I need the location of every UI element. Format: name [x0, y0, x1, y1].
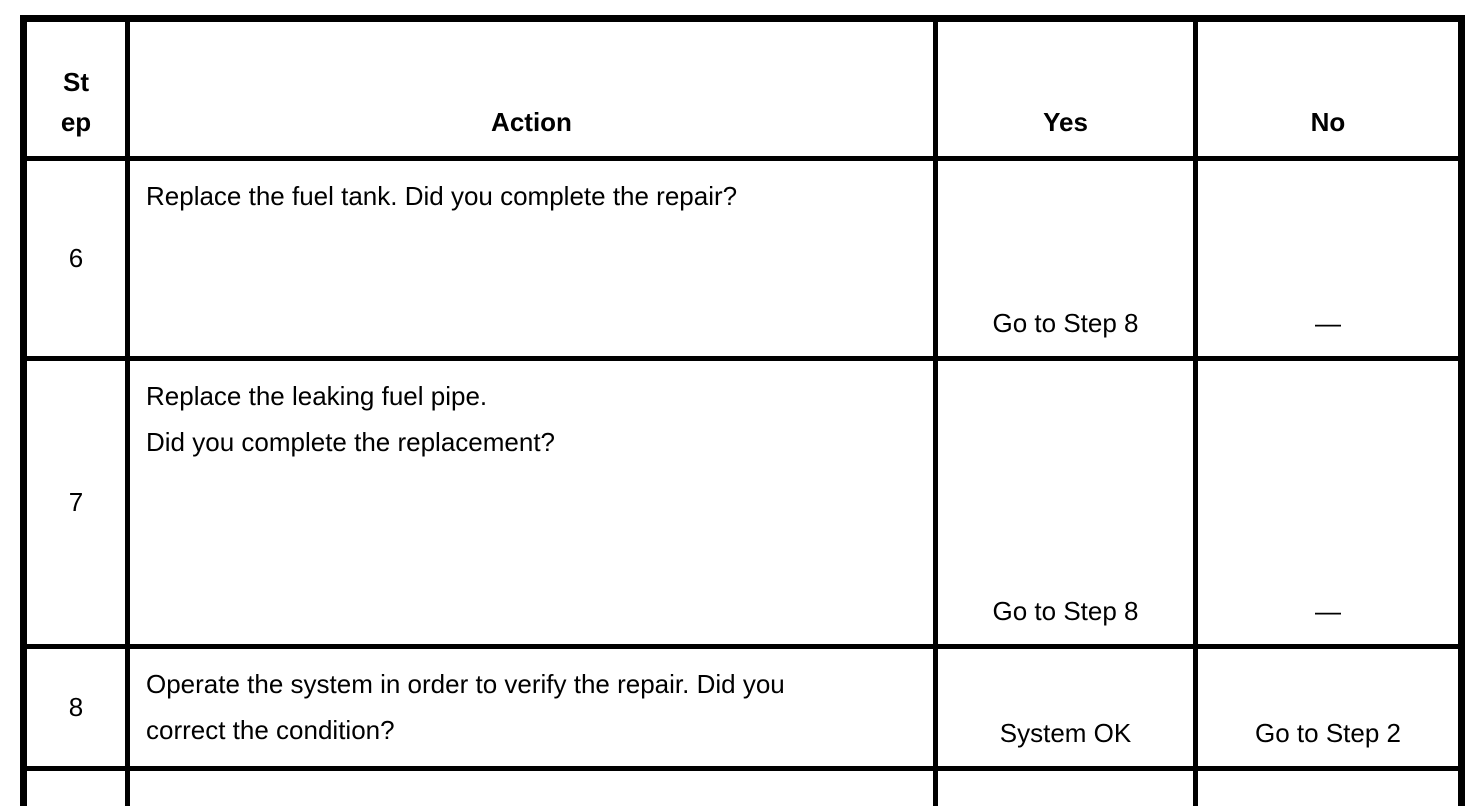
table-row-step-7: 7 Replace the leaking fuel pipe. Did you…: [21, 356, 1464, 649]
action-cell: Replace the leaking fuel pipe. Did you c…: [125, 356, 938, 649]
table-row-step-8: 8 Operate the system in order to verify …: [21, 644, 1464, 771]
yes-result-cell: System OK: [933, 644, 1198, 771]
no-result-cell: Go to Step 2: [1193, 644, 1464, 771]
step-number-cell: 7: [21, 356, 130, 649]
table-row-cropped: [21, 766, 1464, 806]
column-header-yes: Yes: [933, 16, 1198, 161]
step-number-cell: 6: [21, 156, 130, 361]
table-header-row: St ep Action Yes No: [21, 16, 1464, 161]
yes-result-cell: Go to Step 8: [933, 356, 1198, 649]
yes-result-cell: [933, 766, 1198, 806]
diagnostic-table: St ep Action Yes No 6 Replace the fuel t…: [20, 15, 1465, 806]
action-cell: Replace the fuel tank. Did you complete …: [125, 156, 938, 361]
step-number-cell: [21, 766, 130, 806]
action-cell: [125, 766, 938, 806]
column-header-no: No: [1193, 16, 1464, 161]
no-result-cell: —: [1193, 156, 1464, 361]
step-number-cell: 8: [21, 644, 130, 771]
no-result-cell: —: [1193, 356, 1464, 649]
column-header-action: Action: [125, 16, 938, 161]
no-result-cell: [1193, 766, 1464, 806]
column-header-step: St ep: [21, 16, 130, 161]
yes-result-cell: Go to Step 8: [933, 156, 1198, 361]
table-row-step-6: 6 Replace the fuel tank. Did you complet…: [21, 156, 1464, 361]
action-cell: Operate the system in order to verify th…: [125, 644, 938, 771]
